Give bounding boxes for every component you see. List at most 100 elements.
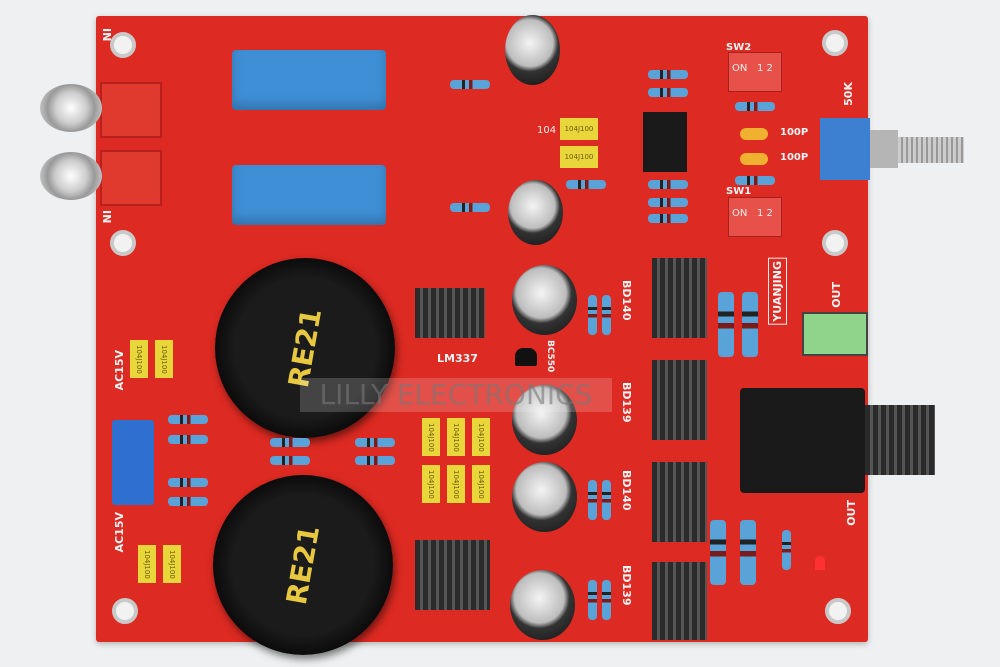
headphone-jack-6.35mm[interactable] [740, 388, 865, 493]
film-cap-small: 104J100 [130, 340, 148, 378]
jack-thread [865, 405, 935, 475]
switch-label: SW2 [726, 42, 752, 53]
film-cap-small: 104J100 [163, 545, 181, 583]
film-cap-small: 104J100 [472, 465, 490, 503]
rca-connector [40, 84, 102, 132]
electrolytic-capacitor [505, 15, 560, 85]
cap-value-label: 100P [780, 152, 809, 163]
resistor [588, 480, 597, 520]
power-resistor [718, 292, 734, 357]
film-cap-small: 104J100 [422, 418, 440, 456]
power-label: AC15V [113, 350, 126, 391]
power-led [815, 556, 825, 570]
ceramic-capacitor [740, 153, 768, 165]
resistor [648, 198, 688, 207]
film-cap-small: 104J100 [447, 465, 465, 503]
resistor [566, 180, 606, 189]
heatsink [652, 462, 707, 542]
electrolytic-capacitor [512, 385, 577, 455]
dip-switch-sw2[interactable]: ON 1 2 [728, 52, 782, 92]
power-resistor [742, 292, 758, 357]
filter-capacitor: RE21 [215, 258, 395, 438]
input-label: IN [100, 210, 113, 224]
mounting-hole [822, 230, 848, 256]
power-terminal-block[interactable] [112, 420, 154, 505]
film-cap-small: 104J100 [560, 146, 598, 168]
pot-bushing [870, 130, 898, 168]
heatsink [652, 258, 707, 338]
heatsink [415, 540, 490, 610]
resistor [168, 478, 208, 487]
switch-on-label: ON [732, 208, 748, 219]
power-resistor [740, 520, 756, 585]
power-label: AC15V [113, 512, 126, 553]
resistor [168, 415, 208, 424]
transistor-label: BD139 [620, 382, 633, 423]
rca-connector [40, 152, 102, 200]
rca-input-jack[interactable] [100, 150, 162, 206]
capacitor-label: RE21 [279, 522, 327, 608]
electrolytic-capacitor [512, 462, 577, 532]
resistor [168, 497, 208, 506]
heatsink [415, 288, 485, 338]
resistor [355, 438, 395, 447]
switch-position-label: 1 2 [757, 208, 773, 219]
film-cap-small: 104J100 [138, 545, 156, 583]
transistor-label: BD140 [620, 280, 633, 321]
resistor [735, 102, 775, 111]
volume-potentiometer[interactable] [820, 118, 870, 180]
resistor [588, 295, 597, 335]
dip-switch-sw1[interactable]: ON 1 2 [728, 197, 782, 237]
output-label: OUT [845, 500, 858, 526]
heatsink [652, 360, 707, 440]
resistor [648, 214, 688, 223]
resistor [602, 580, 611, 620]
mounting-hole [110, 230, 136, 256]
pot-shaft[interactable] [898, 137, 964, 163]
switch-label: SW1 [726, 186, 752, 197]
transistor-label: BD140 [620, 470, 633, 511]
resistor [735, 176, 775, 185]
electrolytic-capacitor [512, 265, 577, 335]
transistor-label: BC550 [545, 340, 555, 373]
resistor [648, 180, 688, 189]
switch-position-label: 1 2 [757, 63, 773, 74]
film-capacitor [232, 50, 386, 110]
switch-on-label: ON [732, 63, 748, 74]
mounting-hole [825, 598, 851, 624]
mounting-hole [112, 598, 138, 624]
filter-capacitor: RE21 [213, 475, 393, 655]
film-cap-small: 104J100 [472, 418, 490, 456]
resistor [450, 203, 490, 212]
rca-input-jack[interactable] [100, 82, 162, 138]
regulator-label: LM337 [437, 352, 478, 365]
transistor [515, 348, 537, 366]
resistor [168, 435, 208, 444]
resistor [588, 580, 597, 620]
input-label: IN [100, 28, 113, 42]
brand-label: YUANJING [768, 258, 787, 325]
film-capacitor [232, 165, 386, 225]
cap-value-label: 100P [780, 127, 809, 138]
film-cap-small: 104J100 [422, 465, 440, 503]
mounting-hole [110, 32, 136, 58]
pot-value-label: 50K [842, 82, 855, 106]
electrolytic-capacitor [510, 570, 575, 640]
film-cap-small: 104J100 [560, 118, 598, 140]
output-label: OUT [830, 282, 843, 308]
resistor [450, 80, 490, 89]
cap-code-label: 104 [537, 125, 557, 136]
watermark: LILLY ELECTRONICS [300, 378, 612, 412]
op-amp-ic [643, 112, 687, 172]
power-resistor [710, 520, 726, 585]
mounting-hole [822, 30, 848, 56]
headphone-jack-3.5mm[interactable] [802, 312, 868, 356]
ceramic-capacitor [740, 128, 768, 140]
film-cap-small: 104J100 [447, 418, 465, 456]
resistor [602, 295, 611, 335]
resistor [602, 480, 611, 520]
resistor [270, 456, 310, 465]
transistor-label: BD139 [620, 565, 633, 606]
electrolytic-capacitor [508, 180, 563, 245]
heatsink [652, 562, 707, 640]
